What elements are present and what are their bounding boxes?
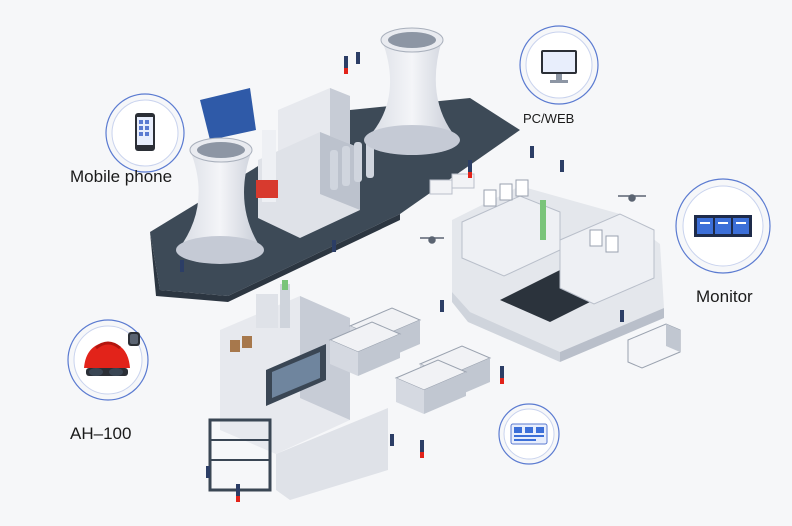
video-wall-monitor-icon xyxy=(675,178,771,274)
workers xyxy=(180,52,624,502)
monitor-badge xyxy=(674,177,772,275)
pc-web-badge xyxy=(518,24,600,106)
factory-building-bottom xyxy=(208,280,388,500)
plant-buildings xyxy=(256,88,475,238)
desktop-computer-icon xyxy=(519,25,599,105)
mobile-phone-label: Mobile phone xyxy=(70,167,173,186)
drones xyxy=(420,194,646,244)
factory-complex-right xyxy=(452,179,664,362)
mobile-phone-badge xyxy=(104,92,186,174)
dashboard-screen-badge xyxy=(497,402,561,466)
smart-helmet-with-watch-icon xyxy=(67,319,149,401)
ah-100-badge xyxy=(66,318,150,402)
cooling-tower-left xyxy=(176,137,264,264)
ah-100-label: AH–100 xyxy=(70,424,132,443)
van xyxy=(627,323,681,369)
mobile-phone-icon xyxy=(105,93,185,173)
tanker-trucks xyxy=(328,307,681,414)
pc-web-label: PC/WEB xyxy=(523,111,575,126)
cooling-tower-right xyxy=(364,27,460,155)
monitor-label: Monitor xyxy=(696,287,753,306)
dashboard-screen-icon xyxy=(498,403,560,465)
